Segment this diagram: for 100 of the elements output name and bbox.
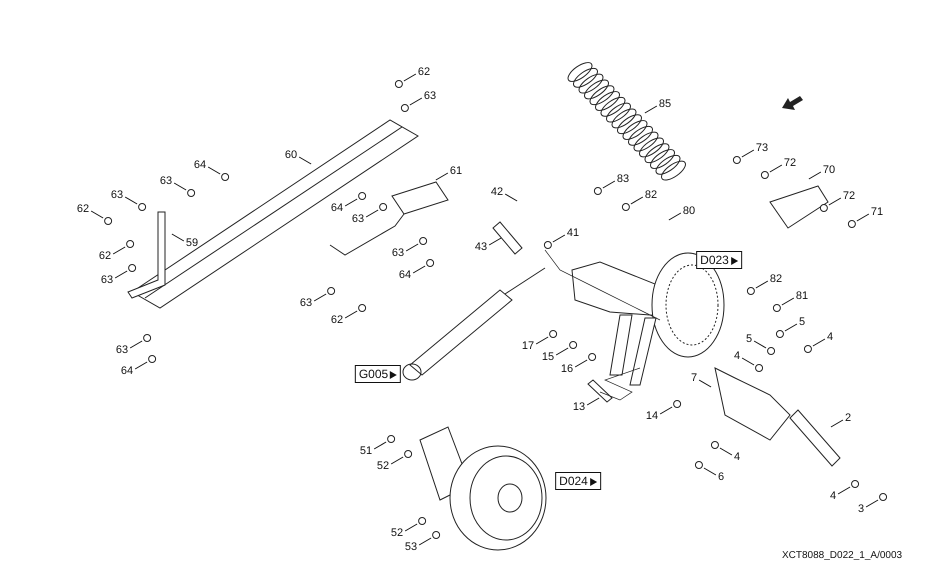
leader-line <box>404 524 418 532</box>
leader-line <box>114 270 128 278</box>
leader-line <box>552 234 566 242</box>
callout-number: 16 <box>560 363 574 375</box>
callout-number: 52 <box>376 460 390 472</box>
leader-line <box>130 340 143 348</box>
callout-number: 62 <box>98 250 112 262</box>
leader-line <box>504 194 518 202</box>
leader-line <box>830 420 844 428</box>
callout-number: 4 <box>826 331 834 343</box>
leader-line <box>838 486 851 494</box>
drawing-number: XCT8088_D022_1_A/0003 <box>782 550 902 561</box>
leader-line <box>412 266 426 274</box>
leader-line <box>828 198 842 206</box>
leader-line <box>314 294 327 302</box>
leader-line <box>344 198 358 206</box>
leader-line <box>344 310 358 318</box>
callout-number: 53 <box>404 541 418 553</box>
callout-number: 62 <box>418 66 430 78</box>
leader-line <box>574 360 588 368</box>
callout-number: 83 <box>616 173 630 185</box>
leader-line <box>719 448 732 456</box>
callout-number: 60 <box>284 149 298 161</box>
leader-line <box>112 246 126 254</box>
callout-number: 5 <box>798 316 806 328</box>
leader-line <box>769 164 782 172</box>
leader-line <box>781 298 794 306</box>
leader-line <box>808 172 822 180</box>
callout-number: 17 <box>522 340 534 352</box>
reference-box: G005 <box>354 365 402 383</box>
callout-number: 14 <box>646 410 658 422</box>
leader-line <box>741 150 754 158</box>
leader-line <box>660 406 673 414</box>
callout-number: 59 <box>186 237 198 249</box>
callout-number: 80 <box>682 205 696 217</box>
callout-number: 63 <box>100 274 114 286</box>
callout-number: 52 <box>390 527 404 539</box>
callout-number: 72 <box>842 190 856 202</box>
leader-line <box>668 212 682 220</box>
leader-line <box>403 74 416 82</box>
leader-line <box>644 106 658 114</box>
callout-number: 3 <box>858 503 864 515</box>
callout-number: 4 <box>830 490 836 502</box>
callout-number: 82 <box>770 273 782 285</box>
leader-line <box>698 380 712 388</box>
callout-number: 15 <box>542 351 554 363</box>
callout-number: 63 <box>424 90 436 102</box>
callout-number: 72 <box>784 157 796 169</box>
callout-number: 63 <box>116 344 128 356</box>
leader-line <box>124 196 138 204</box>
callout-number: 63 <box>300 297 312 309</box>
callout-number: 63 <box>352 213 364 225</box>
callout-number: 6 <box>718 471 724 483</box>
callout-number: 42 <box>490 186 504 198</box>
leader-line <box>390 456 404 464</box>
callout-number: 70 <box>822 164 836 176</box>
callout-number: 82 <box>644 189 658 201</box>
callout-number: 85 <box>658 98 672 110</box>
reference-box: D024 <box>555 472 601 490</box>
leader-line <box>556 348 569 356</box>
callout-number: 63 <box>160 175 172 187</box>
leader-line <box>90 210 104 218</box>
leader-line <box>602 180 616 188</box>
leader-line <box>536 336 549 344</box>
callout-number: 62 <box>330 314 344 326</box>
reference-box: D023 <box>696 251 742 269</box>
leader-line <box>784 324 798 332</box>
callout-number: 43 <box>474 241 488 253</box>
leader-line <box>409 98 422 106</box>
callout-number: 64 <box>398 269 412 281</box>
leader-line <box>630 196 644 204</box>
leader-line <box>866 500 879 508</box>
leader-line <box>488 238 502 246</box>
callout-number: 64 <box>120 365 134 377</box>
callout-number: 41 <box>566 227 580 239</box>
callout-number: 4 <box>734 451 740 463</box>
leader-line <box>374 442 387 450</box>
callout-number: 81 <box>796 290 808 302</box>
callout-number: 73 <box>756 142 768 154</box>
leader-line <box>435 172 448 180</box>
leader-line <box>171 234 184 242</box>
callout-number: 63 <box>110 189 124 201</box>
leader-line <box>754 340 767 348</box>
callout-number: 61 <box>450 165 462 177</box>
callout-number: 64 <box>330 202 344 214</box>
leader-line <box>856 214 870 222</box>
leader-line <box>742 358 755 366</box>
callout-number: 7 <box>690 372 698 384</box>
leader-line <box>586 398 600 406</box>
callout-number: 5 <box>746 333 752 345</box>
leader-line <box>703 468 716 476</box>
leader-line <box>406 244 419 252</box>
callout-number: 71 <box>870 206 884 218</box>
callout-number: 63 <box>392 247 404 259</box>
callout-number: 13 <box>572 401 586 413</box>
callout-number: 4 <box>734 350 740 362</box>
leader-line <box>174 182 187 190</box>
leader-line <box>366 210 379 218</box>
leader-line <box>418 538 432 546</box>
callout-number: 64 <box>194 159 206 171</box>
